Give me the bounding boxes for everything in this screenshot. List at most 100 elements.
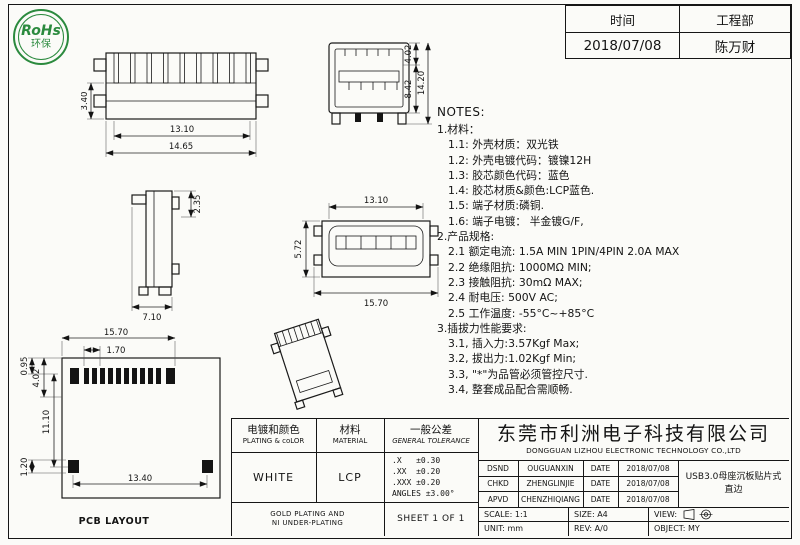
sheet-frame: RoHs 环保 时间 工程部 2018/07/08 陈万财	[8, 4, 792, 539]
terminal-comb	[113, 52, 251, 84]
material-header-cell: 材料 MATERIAL	[316, 418, 384, 452]
dimension-label: 14.65	[169, 142, 193, 152]
dsnd-date: 2018/07/08	[626, 463, 670, 473]
time-label: 时间	[565, 5, 680, 33]
tolerance-line: ANGLES ±3.00°	[392, 489, 455, 498]
dimension-label: 13.10	[364, 196, 388, 206]
material-value: LCP	[338, 470, 362, 484]
apvd-name: CHENZHIQIANG	[521, 494, 580, 504]
tolerance-line: .X ±0.30	[392, 456, 441, 465]
note-line: 1.6: 端子电镀： 半金镀G/F,	[448, 214, 584, 228]
dimension-label: 8.42	[404, 80, 414, 99]
note-line: 2.5 工作温度: -55°C~+85°C	[448, 306, 595, 320]
dimension-label: 1.70	[107, 346, 126, 356]
sheet-number: SHEET 1 OF 1	[397, 514, 465, 524]
chkd-date: 2018/07/08	[626, 479, 670, 488]
pcb-layout-label: PCB LAYOUT	[79, 516, 150, 527]
unit-cell: UNIT: mm	[484, 524, 524, 533]
company-name-en: DONGGUAN LIZHOU ELECTRONIC TECHNOLOGY CO…	[526, 445, 741, 455]
contact-pins	[344, 49, 398, 90]
material-label-cn: 材料	[339, 424, 361, 436]
view-side-profile: 2.35 7.10	[131, 190, 203, 323]
plating-value: WHITE	[252, 470, 295, 484]
note-line: 1.2: 外壳电镀代码：镀镍12H	[448, 153, 592, 167]
apvd-label: APVD	[487, 494, 509, 504]
note-line: 2.1 额定电流: 1.5A MIN 1PIN/4PIN 2.0A MAX	[448, 245, 680, 259]
dimension-label: 5.72	[294, 240, 304, 259]
rohs-text: RoHs	[21, 23, 61, 39]
dimension-label: 1.20	[20, 458, 30, 477]
note-line: 2.3 接触阻抗: 30mΩ MAX;	[448, 275, 583, 289]
notes-title: NOTES:	[437, 105, 485, 119]
company-name-cn: 东莞市利洲电子科技有限公司	[496, 422, 770, 445]
scale-cell: SCALE: 1:1	[484, 509, 528, 519]
note-line: 1.5: 端子材质:磷铜.	[448, 199, 545, 213]
note-line: 1.3: 胶芯颜色代码：蓝色	[448, 168, 570, 182]
note-line: 2.2 绝缘阻抗: 1000MΩ MIN;	[448, 260, 592, 274]
tolerance-label-cn: 一般公差	[410, 424, 452, 436]
plating-header-cell: 电镀和颜色 PLATING & coLOR	[231, 418, 316, 452]
dimension-label: 14.20	[417, 71, 427, 95]
product-name-line: 直边	[724, 484, 743, 495]
dimension-label: 11.10	[42, 410, 52, 434]
chkd-name: ZHENGLINJIE	[526, 479, 575, 488]
dimension-label: 15.70	[104, 328, 128, 338]
title-block: 电镀和颜色 PLATING & coLOR 材料 MATERIAL 一般公差 G…	[231, 418, 789, 536]
view-bottom-shell: 13.10 14.65 3.40	[81, 52, 269, 157]
note-line: 2.产品规格:	[437, 230, 495, 244]
contact-ticks	[345, 236, 407, 249]
terminal-comb	[276, 319, 322, 347]
note-line: 2.4 耐电压: 500V AC;	[448, 291, 558, 305]
dsnd-name: OUGUANXIN	[527, 463, 574, 473]
dsnd-label: DSND	[487, 463, 509, 473]
tolerance-line: .XXX ±0.20	[392, 478, 441, 487]
notes-section: NOTES: 1.材料： 1.1: 外壳材质：双光铁 1.2: 外壳电镀代码：镀…	[437, 105, 789, 397]
plating-note-cell: GOLD PLATING AND NI UNDER-PLATING	[231, 502, 384, 536]
solder-pads	[68, 368, 213, 473]
plating-note-line: GOLD PLATING AND	[270, 510, 345, 518]
dimension-label: 3.40	[81, 92, 90, 111]
time-value: 2018/07/08	[565, 32, 680, 59]
chkd-label: CHKD	[487, 479, 509, 488]
material-label-en: MATERIAL	[332, 437, 368, 445]
sheet-cell: SHEET 1 OF 1	[384, 502, 478, 536]
note-line: 3.3, "*"为品管必须管控尺寸.	[448, 367, 588, 381]
object-cell: OBJECT: MY	[654, 524, 700, 533]
plating-note-line: NI UNDER-PLATING	[271, 519, 344, 527]
plating-label-en: PLATING & coLOR	[242, 437, 305, 445]
projection-symbol-icon	[683, 508, 713, 520]
plating-label-cn: 电镀和颜色	[247, 424, 300, 436]
dimension-label: 4.02	[404, 45, 414, 64]
dimension-label: 0.95	[20, 357, 30, 376]
material-value-cell: LCP	[316, 452, 384, 502]
plating-value-cell: WHITE	[231, 452, 316, 502]
view-front-face: 4.02 8.42 14.20	[328, 42, 432, 125]
view-isometric	[270, 318, 344, 410]
view-pcb-layout: 15.70 1.70 0.95 4.02 11.10 1.20 13.40 PC…	[20, 328, 221, 527]
note-line: 3.插拔力性能要求:	[437, 321, 527, 335]
note-line: 3.4, 整套成品配合需顺畅.	[448, 383, 573, 397]
rohs-logo: RoHs 环保	[13, 9, 69, 65]
dept-label: 工程部	[679, 5, 791, 33]
note-line: 3.1, 插入力:3.57Kgf Max;	[448, 337, 580, 351]
product-name-cell: USB3.0母座沉板贴片式 直边	[678, 460, 789, 507]
dept-value: 陈万财	[679, 32, 791, 59]
tolerance-header-cell: 一般公差 GENERAL TOLERANCE	[384, 418, 478, 452]
company-cell: 东莞市利洲电子科技有限公司 DONGGUAN LIZHOU ELECTRONIC…	[478, 418, 789, 460]
note-line: 1.4: 胶芯材质&颜色:LCP蓝色.	[448, 184, 595, 198]
header-table: 时间 工程部 2018/07/08 陈万财	[565, 5, 791, 59]
dimension-label: 2.35	[193, 195, 203, 214]
dimension-label: 15.70	[364, 299, 388, 309]
dsnd-date-label: DATE	[590, 463, 611, 473]
dimension-label: 13.10	[170, 125, 194, 135]
tolerance-value-cell: .X ±0.30 .XX ±0.20 .XXX ±0.20 ANGLES ±3.…	[384, 452, 478, 502]
rev-cell: REV: A/0	[574, 524, 608, 533]
note-line: 1.材料：	[437, 123, 480, 136]
tolerance-line: .XX ±0.20	[392, 467, 441, 476]
chkd-date-label: DATE	[590, 479, 611, 488]
rohs-subtext: 环保	[31, 39, 51, 50]
size-cell: SIZE: A4	[574, 509, 608, 519]
apvd-date-label: DATE	[590, 494, 611, 504]
dimension-label: 4.02	[32, 369, 42, 388]
